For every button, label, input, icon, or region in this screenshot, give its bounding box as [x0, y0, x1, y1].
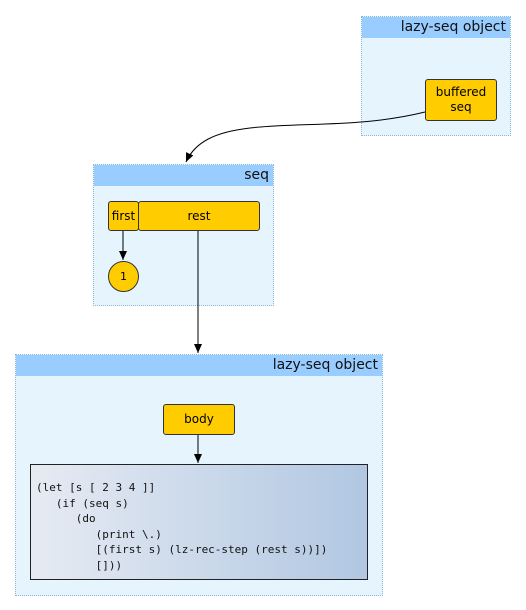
body-node: body — [163, 404, 235, 435]
body-code-box: (let [s [ 2 3 4 ]] (if (seq s) (do (prin… — [30, 464, 368, 580]
rest-label: rest — [187, 208, 211, 223]
first-node: first — [108, 201, 139, 231]
top-lazy-seq-title: lazy-seq object — [362, 17, 510, 38]
value-one-label: 1 — [120, 270, 127, 283]
value-one-node: 1 — [108, 261, 139, 292]
body-label: body — [184, 412, 214, 426]
buffered-seq-label: buffered seq — [435, 85, 487, 114]
bottom-lazy-seq-title: lazy-seq object — [16, 355, 382, 376]
buffered-seq-node: buffered seq — [425, 79, 497, 121]
body-code-text: (let [s [ 2 3 4 ]] (if (seq s) (do (prin… — [36, 481, 328, 572]
seq-title: seq — [94, 165, 273, 186]
first-label: first — [111, 208, 136, 223]
rest-node: rest — [138, 201, 260, 231]
